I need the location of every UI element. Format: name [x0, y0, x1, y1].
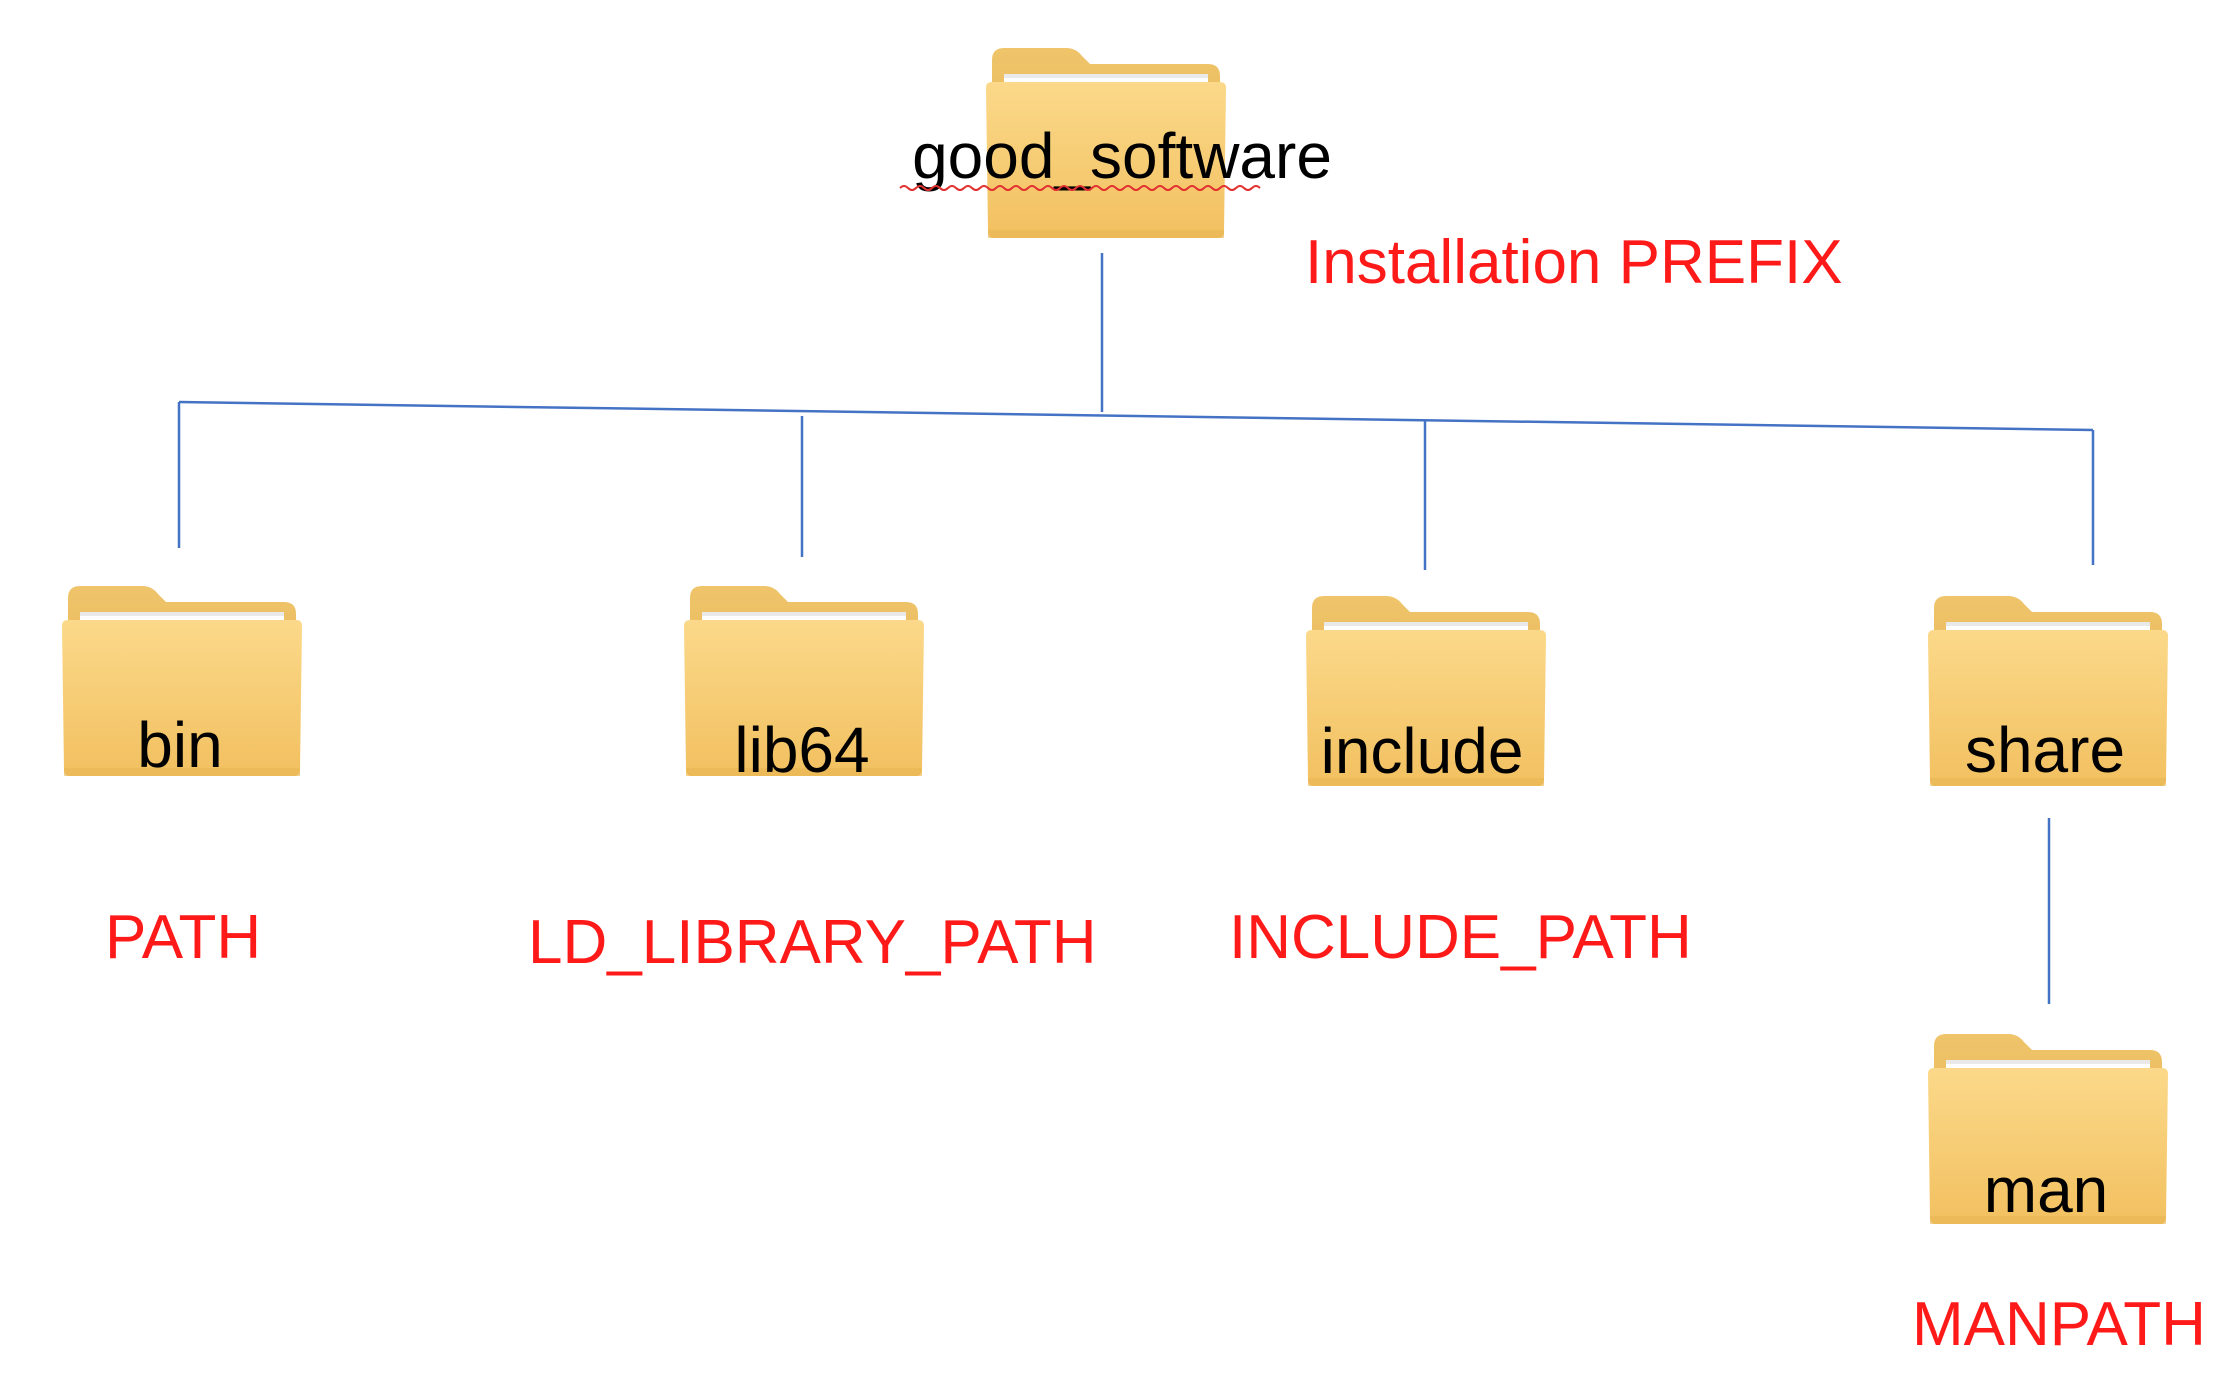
folder-share[interactable]: share [1928, 596, 2168, 786]
env-label-ld-library-path: LD_LIBRARY_PATH [528, 908, 1097, 977]
folder-label-man: man [1984, 1154, 2109, 1226]
folder-lib64[interactable]: lib64 [684, 586, 924, 786]
folder-good-software[interactable]: good_software [899, 48, 1332, 238]
env-label-prefix: Installation PREFIX [1305, 228, 1843, 297]
env-label-path: PATH [105, 903, 261, 972]
folder-label-share: share [1965, 714, 2125, 786]
folder-label-include: include [1321, 715, 1524, 787]
folder-man[interactable]: man [1928, 1034, 2168, 1226]
folder-label-bin: bin [137, 709, 222, 781]
branch-line [178, 400, 2094, 432]
spellcheck-underline [899, 185, 1261, 191]
folder-label-lib64: lib64 [734, 714, 869, 786]
folder-label-root: good_software [912, 120, 1332, 192]
folder-include[interactable]: include [1306, 596, 1546, 787]
tree-connectors [177, 253, 2095, 1004]
folder-bin[interactable]: bin [62, 586, 302, 781]
env-label-manpath: MANPATH [1912, 1290, 2206, 1359]
env-label-include-path: INCLUDE_PATH [1229, 903, 1692, 972]
